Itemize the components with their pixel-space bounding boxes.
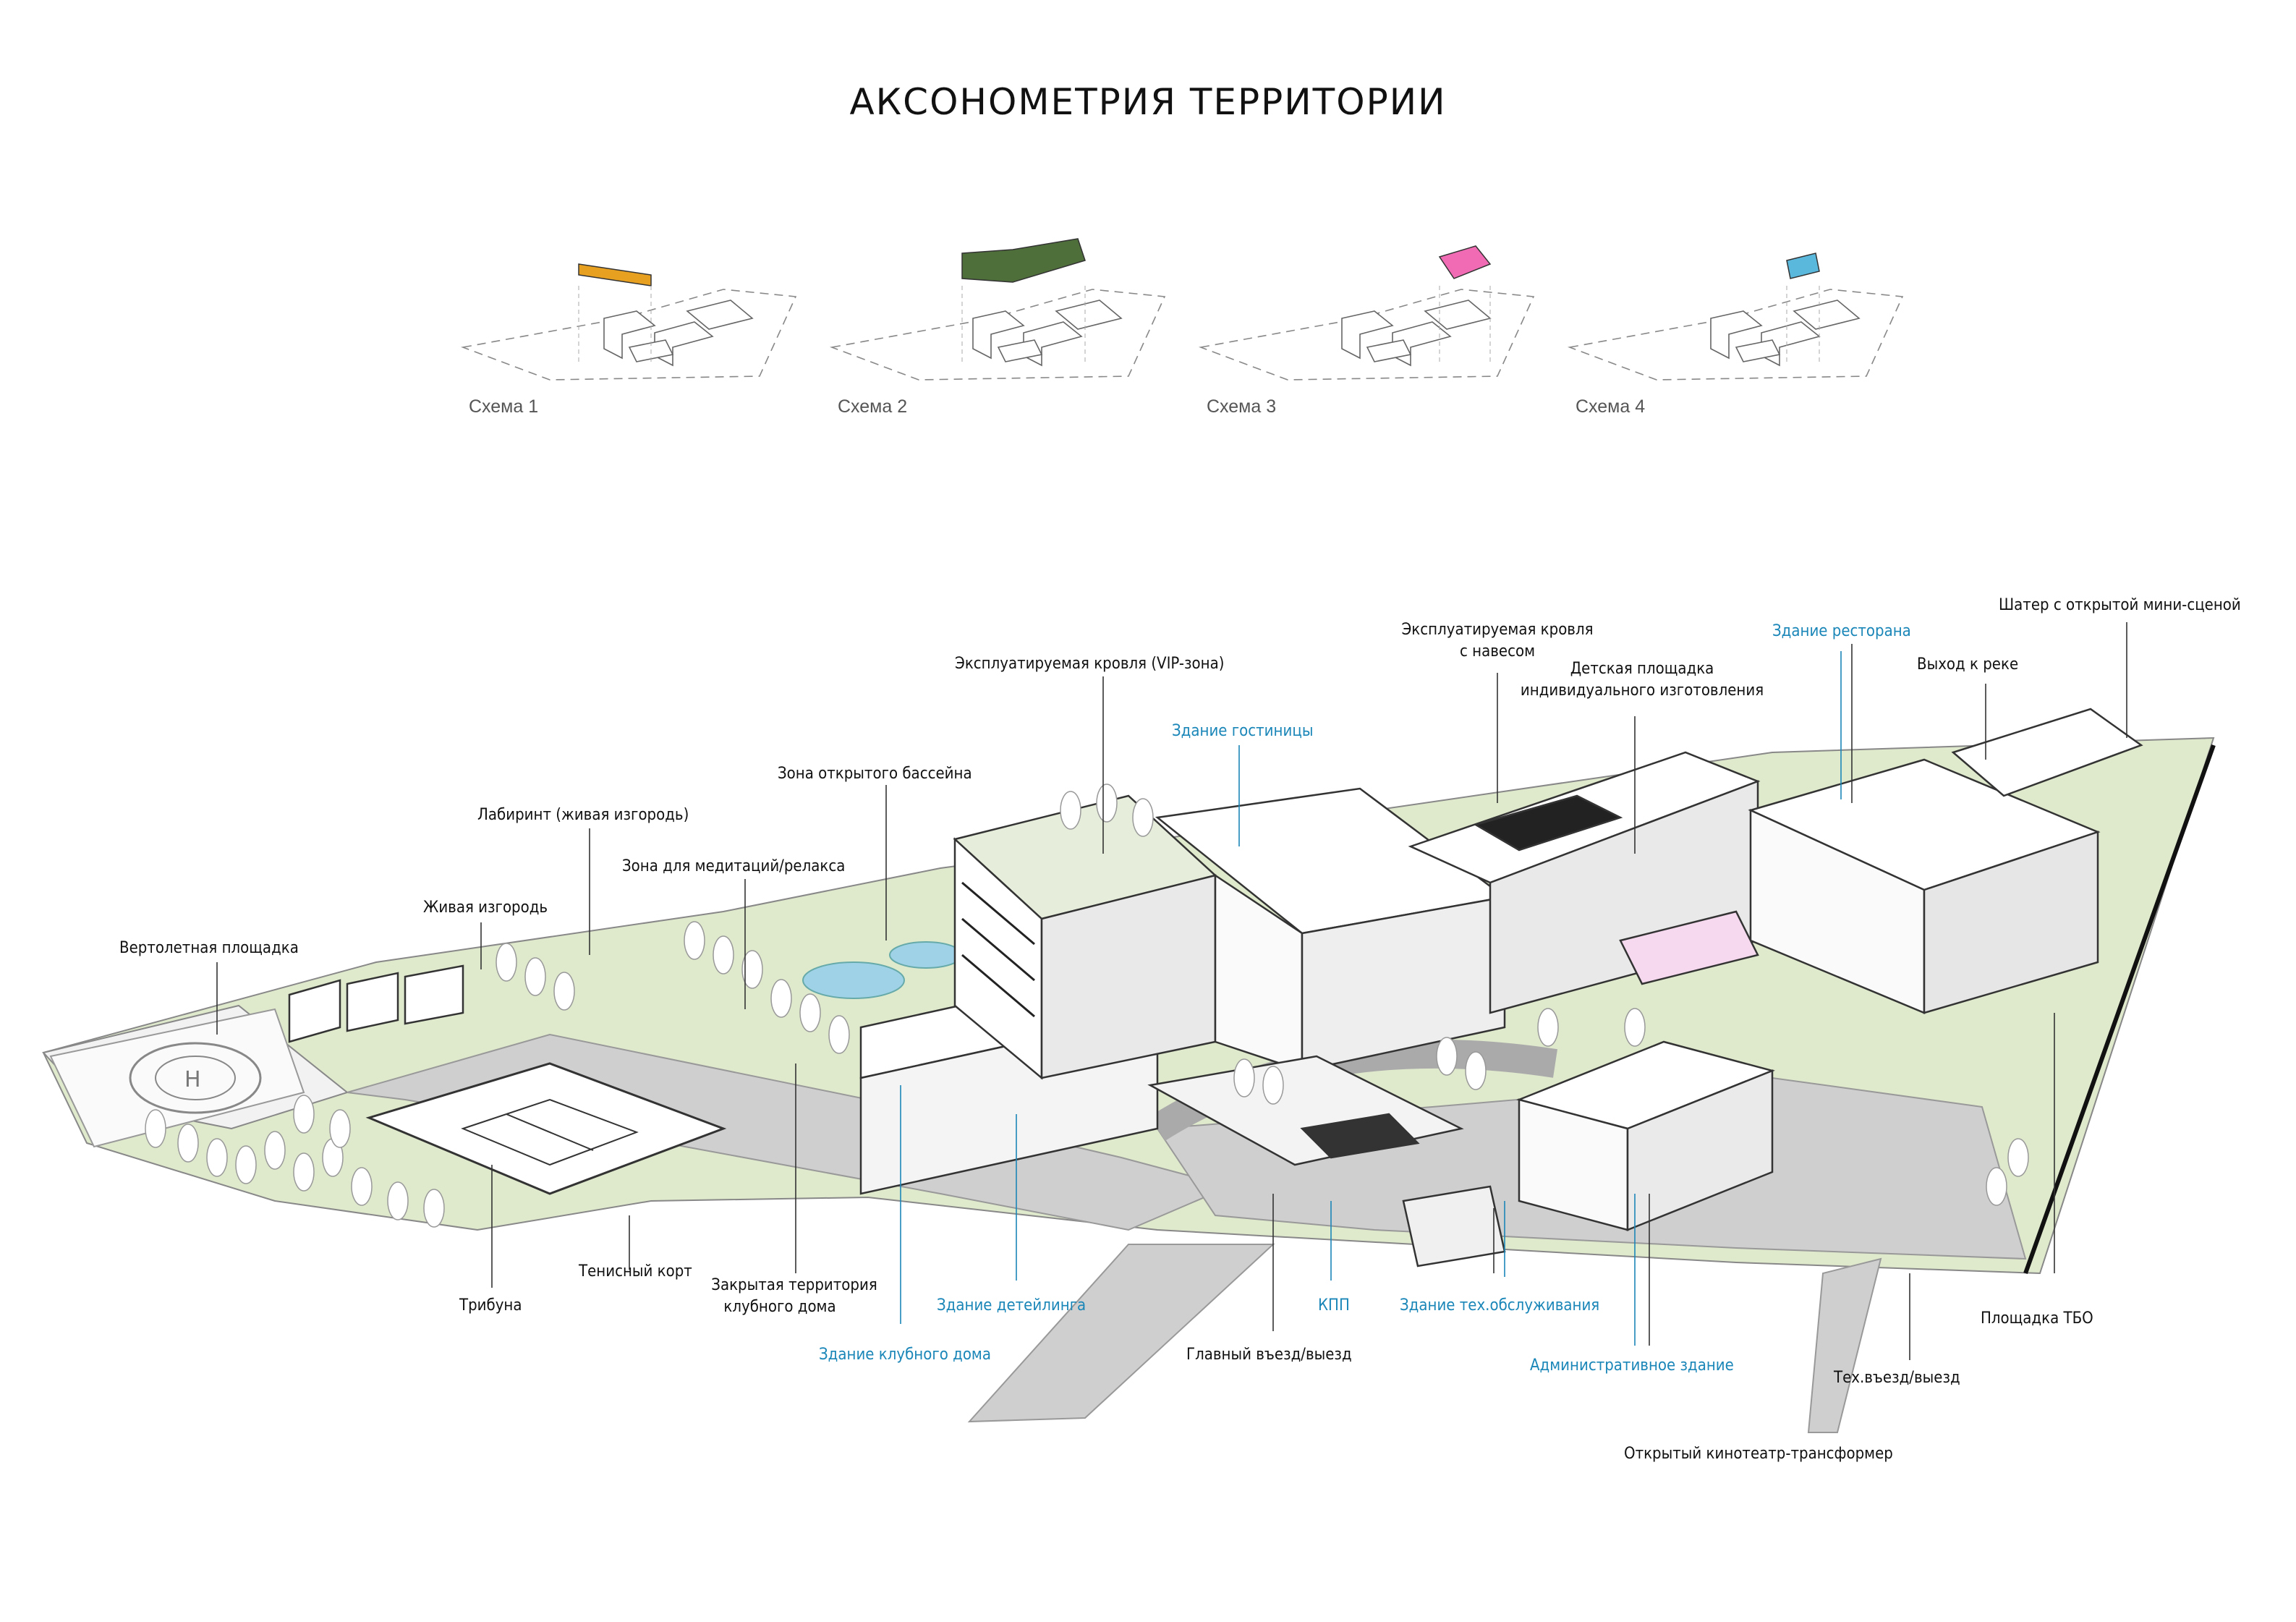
label-closed-area-2: клубного дома	[723, 1298, 836, 1316]
label-admin: Административное здание	[1530, 1356, 1734, 1375]
scheme-4-highlight	[1786, 252, 1820, 279]
label-club-house: Здание клубного дома	[819, 1346, 991, 1364]
scheme-4-drawing	[1568, 289, 1904, 381]
label-service-entry: Тех.въезд/выезд	[1834, 1369, 1960, 1387]
label-tennis: Тенисный корт	[579, 1262, 692, 1281]
scheme-4-caption: Схема 4	[1576, 396, 1646, 417]
label-meditation: Зона для медитаций/релакса	[622, 857, 846, 875]
label-detailing: Здание детейлинга	[937, 1296, 1087, 1315]
pool-shape	[802, 961, 905, 999]
label-roof-vip: Эксплуатируемая кровля (VIP-зона)	[955, 655, 1225, 673]
trees	[145, 784, 2029, 1228]
label-labyrinth: Лабиринт (живая изгородь)	[477, 806, 689, 824]
sheet-title: АКСОНОМЕТРИЯ ТЕРРИТОРИИ	[849, 81, 1447, 123]
label-restaurant: Здание ресторана	[1772, 622, 1911, 640]
label-river-exit: Выход к реке	[1917, 655, 2019, 674]
scheme-1-caption: Схема 1	[469, 396, 539, 417]
label-tent: Шатер с открытой мини-сценой	[1999, 596, 2241, 614]
label-waste: Площадка ТБО	[1981, 1309, 2093, 1328]
scheme-diagrams	[461, 238, 1904, 381]
label-helipad: Вертолетная площадка	[119, 939, 299, 957]
label-playground-2: индивидуального изготовления	[1520, 682, 1764, 700]
label-tribune: Трибуна	[459, 1296, 522, 1315]
label-pool-zone: Зона открытого бассейна	[778, 765, 972, 783]
label-main-entry: Главный въезд/выезд	[1186, 1346, 1352, 1364]
tennis-court-graphic	[365, 1062, 727, 1195]
label-checkpoint: КПП	[1318, 1296, 1350, 1315]
blue-leader-lines	[900, 651, 1842, 1346]
label-playground-1: Детская площадка	[1570, 660, 1714, 678]
label-service-building: Здание тех.обслуживания	[1400, 1296, 1600, 1315]
label-cinema: Открытый кинотеатр-трансформер	[1624, 1445, 1893, 1463]
leader-lines	[216, 622, 2127, 1360]
label-roof-canopy-1: Эксплуатируемая кровля	[1401, 621, 1594, 639]
svg-text:H: H	[184, 1067, 201, 1092]
scheme-3-drawing	[1199, 289, 1535, 381]
label-hedge: Живая изгородь	[423, 899, 548, 917]
label-roof-canopy-2: с навесом	[1459, 642, 1536, 661]
label-hotel: Здание гостиницы	[1172, 722, 1314, 740]
scheme-3-caption: Схема 3	[1207, 396, 1277, 417]
helipad-graphic: H	[49, 1008, 305, 1148]
buildings	[288, 708, 2216, 1275]
label-closed-area-1: Закрытая территория	[711, 1276, 877, 1294]
scheme-2-caption: Схема 2	[838, 396, 908, 417]
scheme-3-highlight	[1438, 245, 1492, 279]
scheme-2-highlight	[961, 238, 1086, 283]
